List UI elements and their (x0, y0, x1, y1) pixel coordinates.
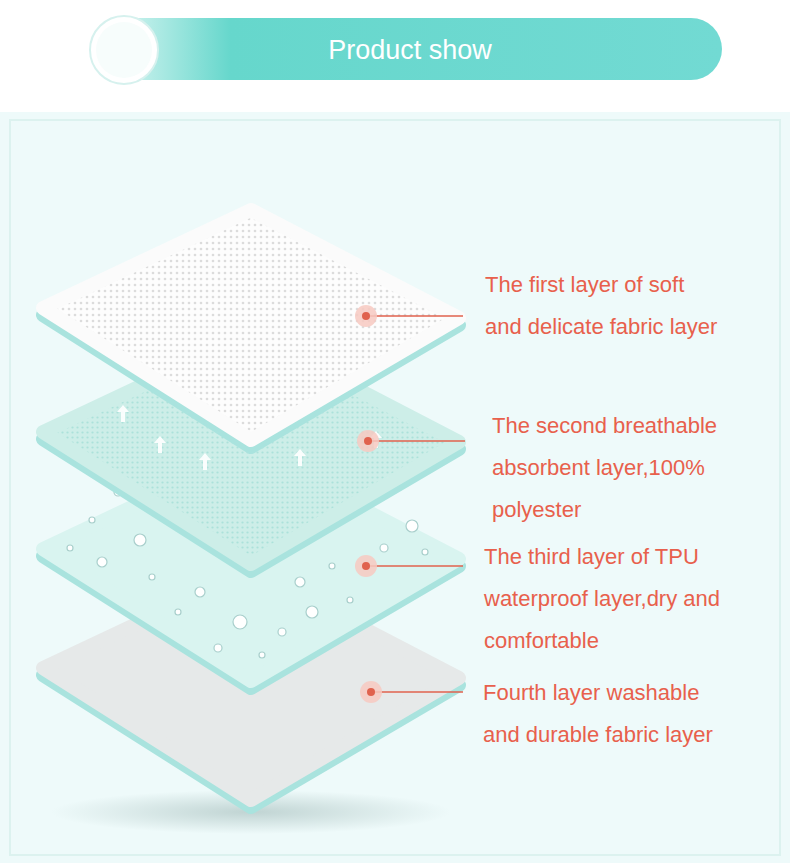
banner-title: Product show (270, 30, 550, 70)
layer-callout: The third layer of TPU waterproof layer,… (484, 536, 746, 662)
layer-callout: Fourth layer washable and durable fabric… (483, 672, 729, 756)
layer-callout: The first layer of soft and delicate fab… (485, 264, 723, 348)
layer-callout: The second breathable absorbent layer,10… (492, 405, 737, 531)
